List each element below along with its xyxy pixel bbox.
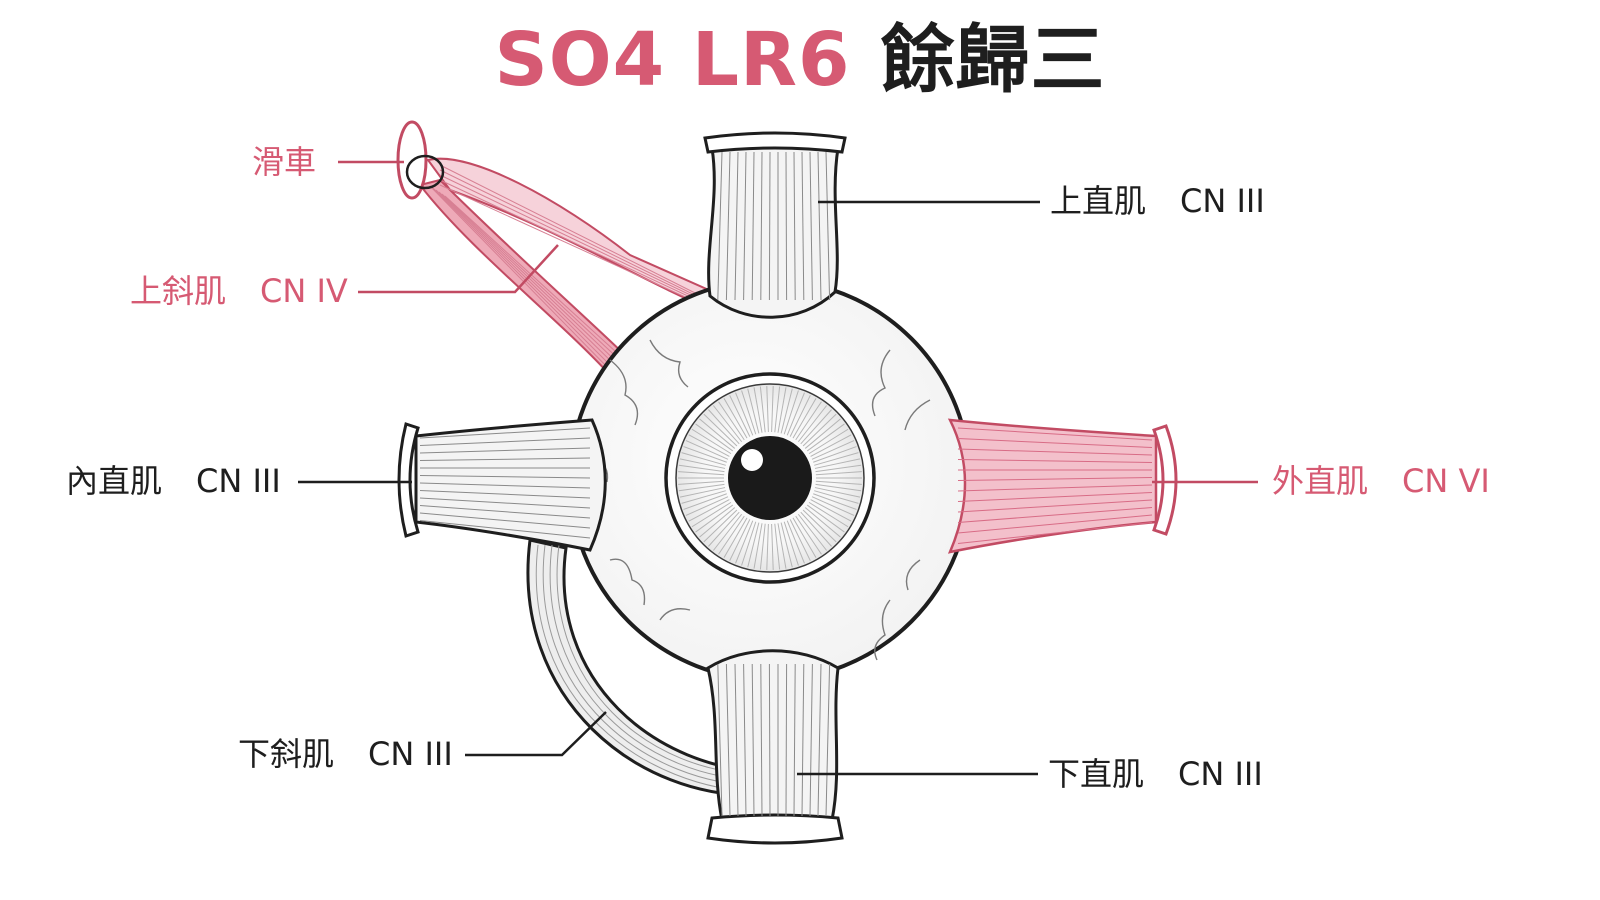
label-medial-rectus-name: 內直肌 xyxy=(66,462,163,500)
diagram-title: SO4 LR6 餘歸三 xyxy=(0,12,1600,108)
label-superior-oblique: 上斜肌 CN IV xyxy=(130,271,348,311)
label-superior-rectus-name: 上直肌 xyxy=(1050,182,1147,220)
superior-rectus-muscle xyxy=(707,146,840,319)
pupil xyxy=(728,436,812,520)
label-superior-oblique-name: 上斜肌 xyxy=(130,272,227,310)
label-trochlea: 滑車 xyxy=(252,142,316,182)
label-inferior-oblique-name: 下斜肌 xyxy=(238,735,335,773)
label-inferior-oblique-nerve: CN III xyxy=(368,735,453,773)
inferior-rectus-tendon xyxy=(706,813,844,845)
inferior-rectus-muscle xyxy=(706,649,840,822)
superior-rectus-tendon xyxy=(703,131,847,154)
label-inferior-oblique: 下斜肌 CN III xyxy=(238,734,453,774)
trochlea-pulley xyxy=(396,120,445,200)
label-lateral-rectus-nerve: CN VI xyxy=(1402,462,1490,500)
leader-lines xyxy=(298,160,1258,776)
label-inferior-rectus-nerve: CN III xyxy=(1178,755,1263,793)
medial-rectus-muscle xyxy=(414,418,607,552)
pupil-highlight xyxy=(741,449,763,471)
label-medial-rectus-nerve: CN III xyxy=(196,462,281,500)
label-lateral-rectus-name: 外直肌 xyxy=(1272,462,1369,500)
label-inferior-rectus: 下直肌 CN III xyxy=(1048,754,1263,794)
label-trochlea-name: 滑車 xyxy=(252,143,317,181)
label-superior-rectus: 上直肌 CN III xyxy=(1050,181,1265,221)
label-medial-rectus: 內直肌 CN III xyxy=(66,461,281,501)
title-main: 餘歸三 xyxy=(880,17,1106,103)
label-lateral-rectus: 外直肌 CN VI xyxy=(1272,461,1490,501)
label-superior-oblique-nerve: CN IV xyxy=(260,272,348,310)
label-inferior-rectus-name: 下直肌 xyxy=(1048,755,1145,793)
title-accent: SO4 LR6 xyxy=(494,17,851,103)
medial-rectus-tendon xyxy=(397,422,420,538)
label-superior-rectus-nerve: CN III xyxy=(1180,182,1265,220)
lateral-rectus-tendon xyxy=(1152,424,1178,536)
